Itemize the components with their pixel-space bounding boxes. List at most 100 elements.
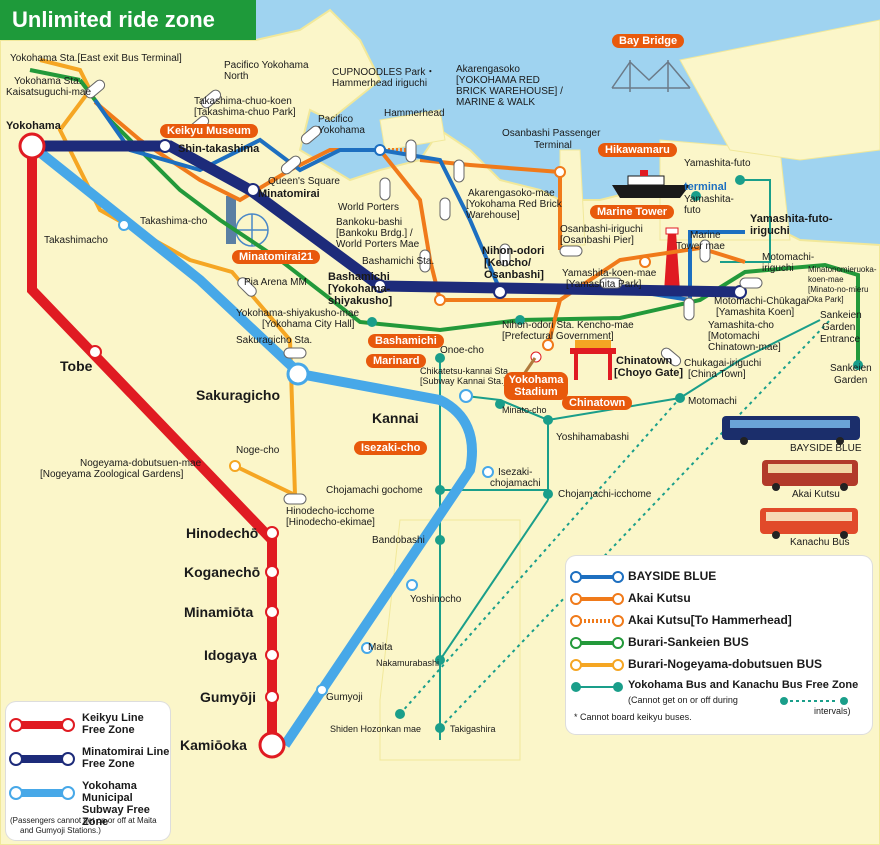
station-kamiooka-marker[interactable] xyxy=(258,731,286,759)
badge-isezaki-cho: Isezaki-cho xyxy=(354,441,428,455)
label-bashamichi-2: [Yokohama- xyxy=(328,283,390,295)
label-yoshinocho: Yoshinocho xyxy=(410,594,462,605)
station-isezaki-chojamachi-marker[interactable] xyxy=(482,466,494,478)
stop-nakamurabashi[interactable] xyxy=(435,655,445,665)
stop-bandobashi[interactable] xyxy=(435,535,445,545)
label-queens-square: Queen's Square xyxy=(268,176,340,187)
legend-swatch-keikyu xyxy=(9,718,75,732)
station-tobe-marker[interactable] xyxy=(88,345,102,359)
stop-nihon-odori-sta-kencho-mae[interactable] xyxy=(515,315,525,325)
label-takashima-chuo-2: [Takashima-chuo Park] xyxy=(194,107,296,118)
pill-yamashita-koen[interactable] xyxy=(599,277,623,289)
station-minatomirai-marker[interactable] xyxy=(246,183,260,197)
bus-caption-akai-kutsu: Akai Kutsu xyxy=(792,489,840,500)
landmark-tower-icon xyxy=(226,196,236,244)
pill-marine-tower-mae[interactable] xyxy=(699,239,711,263)
stop-yamashita-futo-terminal[interactable] xyxy=(691,191,701,201)
pill-kaisatsuguchi[interactable] xyxy=(83,78,106,100)
label-nakamurabashi: Nakamurabashi xyxy=(376,658,439,668)
pill-akarengasoko-mae[interactable] xyxy=(439,197,451,221)
station-motomachi-chukagai-marker[interactable] xyxy=(733,285,747,299)
label-chinatown-stop-1: Chinatown xyxy=(616,355,672,367)
label-minatonomieru-1: Minatonomieruoka- xyxy=(808,265,877,274)
station-maita-marker[interactable] xyxy=(361,642,373,654)
label-yokohama-title: Yokohama xyxy=(6,120,62,132)
label-shin-takashima: Shin-takashima xyxy=(178,143,260,155)
pill-nihon-odori[interactable] xyxy=(499,243,511,267)
stop-chojamachi-icchome[interactable] xyxy=(543,489,553,499)
pill-pia-arena[interactable] xyxy=(236,276,259,299)
legend-swatch-akai-kutsu-hammerhead xyxy=(570,615,624,627)
pill-hammerhead[interactable] xyxy=(405,139,417,163)
label-minatonomieru-4: Oka Park] xyxy=(808,295,844,304)
station-kannai-marker[interactable] xyxy=(459,389,473,403)
label-chojamachi-icchome: Chojamachi-icchome xyxy=(558,489,652,500)
label-pacifico-1: Pacifico xyxy=(318,114,353,125)
stop-shiyakusho-mae[interactable] xyxy=(367,317,377,327)
pill-osanbashi-iriguchi[interactable] xyxy=(559,245,583,257)
stop-yamashita-futo[interactable] xyxy=(735,175,745,185)
stop-sankeien-garden[interactable] xyxy=(853,360,863,370)
label-sakuragicho: Sakuragicho xyxy=(196,387,280,403)
label-akarenga-mae-3: Warehouse] xyxy=(466,210,520,221)
label-takigashira: Takigashira xyxy=(450,724,496,734)
station-idogaya-marker[interactable] xyxy=(265,648,279,662)
station-bashamichi-marker[interactable] xyxy=(373,279,387,293)
badge-marine-tower: Marine Tower xyxy=(590,205,675,219)
pill-world-porters[interactable] xyxy=(379,177,391,201)
page-title: Unlimited ride zone xyxy=(0,0,256,40)
label-kannai: Kannai xyxy=(372,410,419,426)
stop-chojamachi-gochome[interactable] xyxy=(435,485,445,495)
station-sakuragicho-marker[interactable] xyxy=(286,362,310,386)
station-nihon-odori-marker[interactable] xyxy=(493,285,507,299)
label-pacifico-2: Yokohama xyxy=(318,125,365,136)
station-minamiota-marker[interactable] xyxy=(265,605,279,619)
station-hinodecho-marker[interactable] xyxy=(265,526,279,540)
label-chinatown-stop-2: [Choyo Gate] xyxy=(614,367,683,379)
pill-pacifico[interactable] xyxy=(299,124,322,146)
akai-kutsu-route xyxy=(93,100,746,346)
label-bashamichi-3: shiyakusho] xyxy=(328,295,393,307)
pill-pacifico-north[interactable] xyxy=(199,88,222,110)
station-yoshinocho-marker[interactable] xyxy=(406,579,418,591)
marine-tower-icon xyxy=(664,227,680,292)
label-minamiota: Minamiōta xyxy=(184,604,253,620)
legend-swatch-minatomirai xyxy=(9,752,75,766)
pill-sakuragicho-sta[interactable] xyxy=(283,347,307,359)
label-bashamichi-sta: Bashamichi Sta. xyxy=(362,256,434,267)
pill-motomachi-chukagai[interactable] xyxy=(683,297,695,321)
label-akarenga-3: BRICK WAREHOUSE] / xyxy=(456,86,563,97)
stop-takigashira[interactable] xyxy=(435,723,445,733)
station-yokohama-marker[interactable] xyxy=(18,132,46,160)
stop-yoshihamabashi[interactable] xyxy=(543,415,553,425)
pill-queens-square[interactable] xyxy=(279,154,302,176)
label-kaisatsu-1: Yokohama Sta. xyxy=(14,76,81,87)
station-gumyoji-marker[interactable] xyxy=(265,690,279,704)
stop-shiden-hozonkan[interactable] xyxy=(395,709,405,719)
station-takashimacho-marker[interactable] xyxy=(118,219,130,231)
legend-row-subway: Yokohama Municipal Subway Free Zone xyxy=(6,780,170,828)
pill-chukagai-iriguchi[interactable] xyxy=(659,346,682,368)
pill-motomachi-iriguchi[interactable] xyxy=(739,277,763,289)
label-kaisatsu-2: Kaisatsuguchi-mae xyxy=(6,87,91,98)
stop-onoe-cho[interactable] xyxy=(435,353,445,363)
station-koganecho-marker[interactable] xyxy=(265,565,279,579)
label-shiden-hozonkan: Shiden Hozonkan mae xyxy=(330,724,421,734)
station-shin-takashima-marker[interactable] xyxy=(158,139,172,153)
label-akarenga-mae-1: Akarengasoko-mae xyxy=(468,188,555,199)
stop-motomachi[interactable] xyxy=(675,393,685,403)
label-akarenga-mae-2: [Yokohama Red Brick xyxy=(466,199,563,210)
major-stations xyxy=(18,132,747,759)
station-gumyoji-subway-marker[interactable] xyxy=(316,684,328,696)
legend-row-minatomirai: Minatomirai Line Free Zone xyxy=(6,746,170,772)
pill-bashamichi-sta[interactable] xyxy=(419,249,431,273)
stop-minato-cho[interactable] xyxy=(495,399,505,409)
legend-note-subway-2: and Gumyoji Stations.) xyxy=(20,826,101,835)
bayside-blue-route xyxy=(93,98,745,303)
pill-hinodecho-icchome[interactable] xyxy=(283,493,307,505)
legend-note-free-zone-2: intervals) xyxy=(814,706,851,716)
pill-akarengasoko[interactable] xyxy=(453,159,465,183)
label-motomachi-chukagai-2: [Yamashita Koen] xyxy=(716,307,794,318)
label-yokohama-east: Yokohama Sta.[East exit Bus Terminal] xyxy=(10,53,182,64)
label-yamashita-futo-2b: futo xyxy=(684,205,701,216)
